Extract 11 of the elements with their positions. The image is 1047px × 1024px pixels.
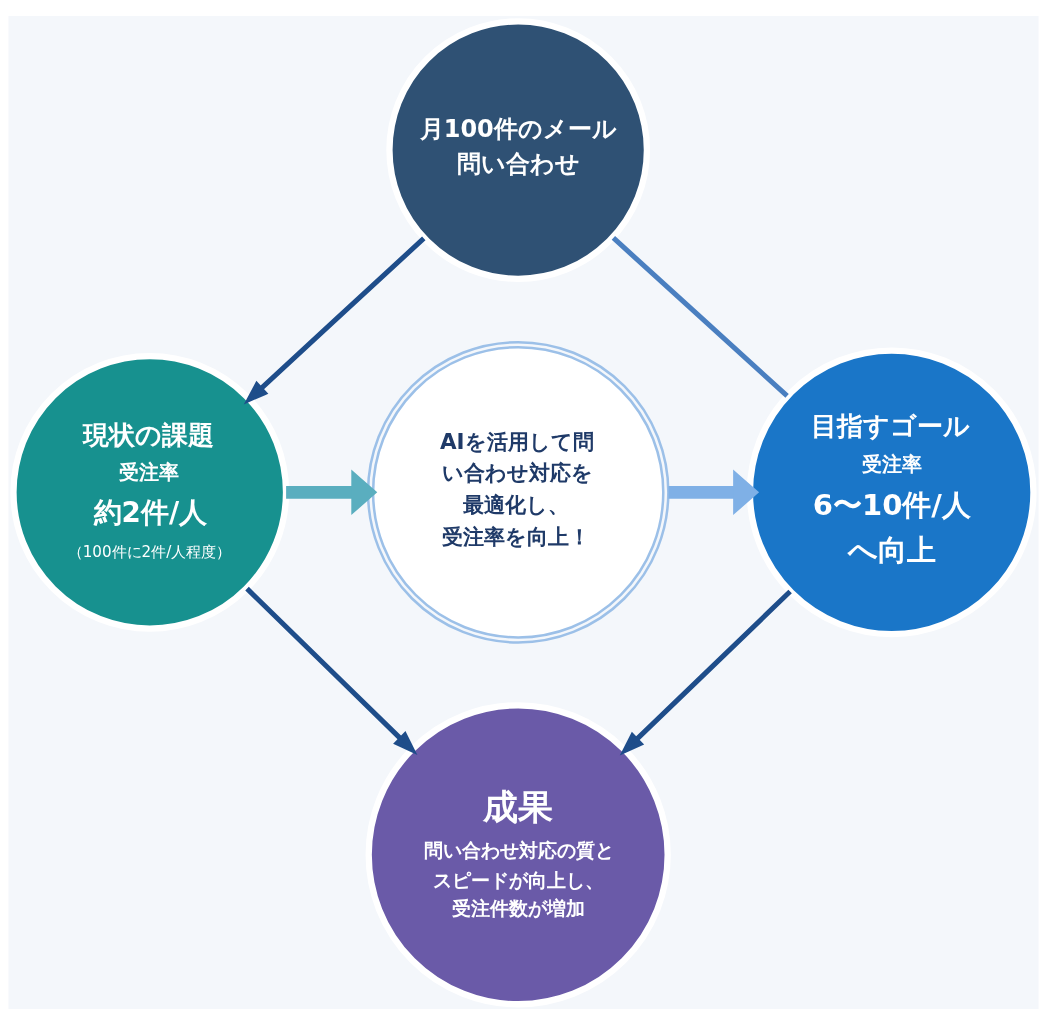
node-circle: 月100件のメール問い合わせ [386,17,651,282]
node-circle: AIを活用して問い合わせ対応を最適化し、受注率を向上！ [366,340,670,644]
arrow [286,469,378,515]
connector [611,235,789,398]
arrow [668,469,760,515]
arrow [619,589,792,756]
arrow [243,236,426,404]
node-circle: 目指すゴール 受注率 6〜10件/人へ向上 [746,346,1037,637]
node-circle: 現状の課題 受注率 約2件/人 （100件に2件/人程度） [10,352,290,632]
node-circle: 成果 問い合わせ対応の質とスピードが向上し、受注件数が増加 [365,701,671,1007]
arrow [245,586,418,755]
